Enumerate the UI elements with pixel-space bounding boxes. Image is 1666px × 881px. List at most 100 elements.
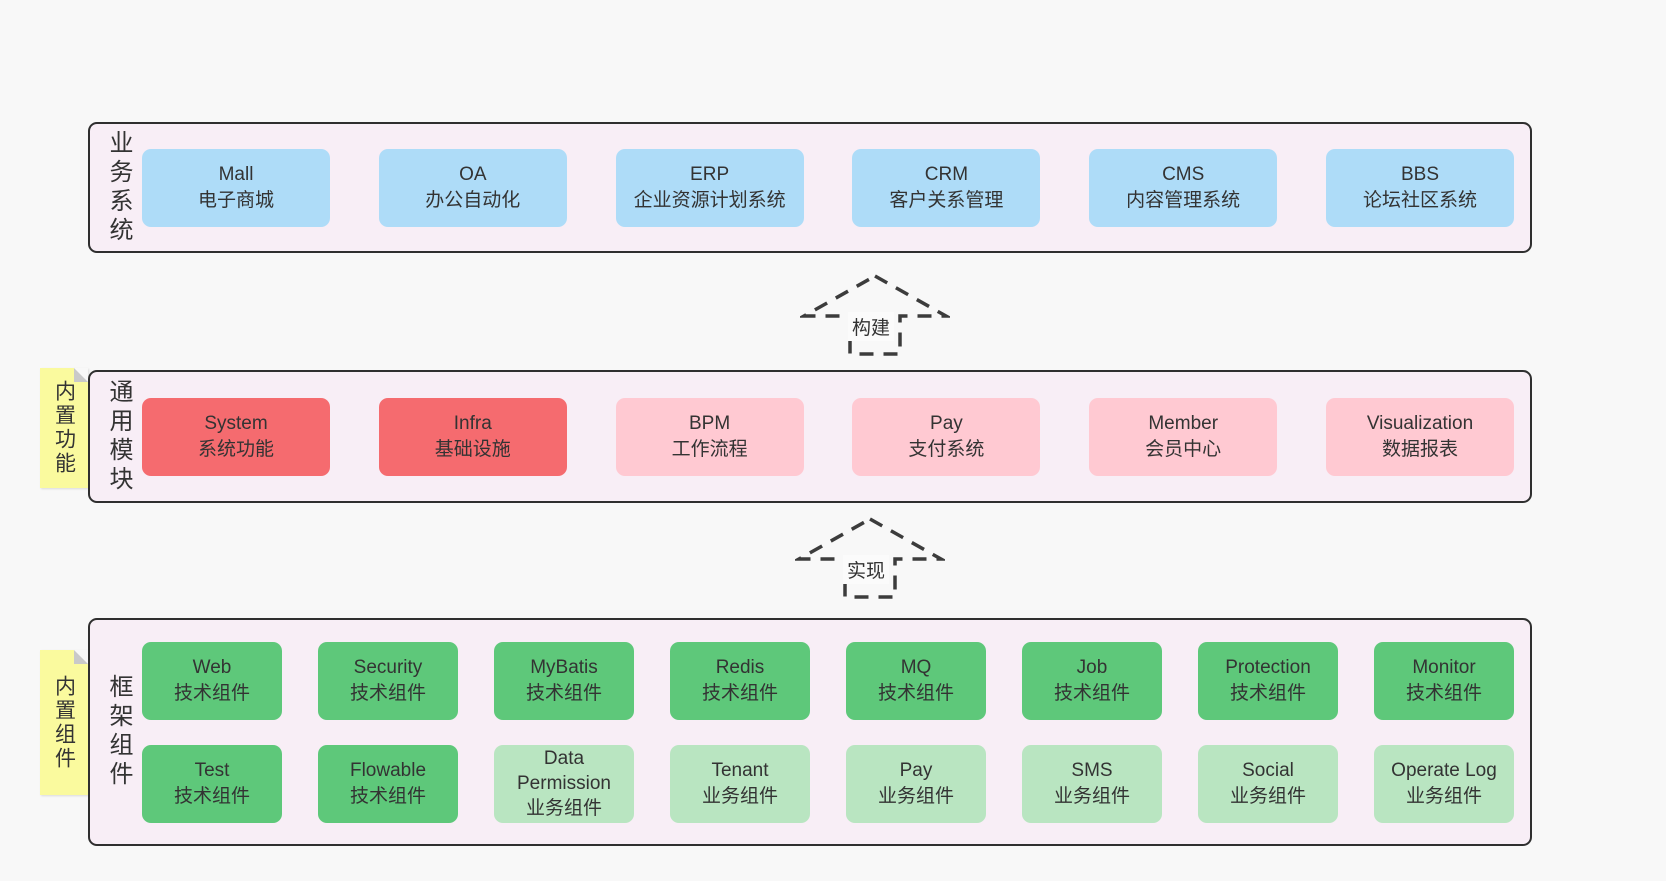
box-title: Member xyxy=(1148,413,1219,435)
box-desc: 基础设施 xyxy=(434,438,511,460)
arrow-build-label: 构建 xyxy=(847,312,895,341)
box-desc: 论坛社区系统 xyxy=(1362,189,1477,211)
box-title: Security xyxy=(353,657,423,679)
box-desc: 业务组件 xyxy=(701,785,778,807)
box-title: CMS xyxy=(1162,164,1205,186)
arrow-implement-label: 实现 xyxy=(842,555,890,584)
arrow-up-icon xyxy=(795,516,945,599)
box-title: Redis xyxy=(715,657,765,679)
box-title: Job xyxy=(1076,657,1108,679)
box-title: MQ xyxy=(900,657,932,679)
box-title: BPM xyxy=(689,413,731,435)
box-desc: 工作流程 xyxy=(671,438,748,460)
diagram-box-mq: MQ 技术组件 xyxy=(846,641,986,720)
diagram-box-redis: Redis 技术组件 xyxy=(670,641,810,720)
box-title: Pay xyxy=(899,760,933,782)
layer-modules-boxes: System 系统功能 Infra 基础设施 BPM 工作流程 Pay 支付系统 Member 会… xyxy=(142,397,1514,476)
box-desc: 技术组件 xyxy=(1053,682,1130,704)
diagram-box-tenant: Tenant 业务组件 xyxy=(670,744,810,823)
box-desc: 系统功能 xyxy=(197,438,274,460)
diagram-box-visualization: Visualization 数据报表 xyxy=(1325,397,1514,476)
diagram-box-job: Job 技术组件 xyxy=(1022,641,1162,720)
diagram-box-web: Web 技术组件 xyxy=(142,641,282,720)
diagram-box-social: Social 业务组件 xyxy=(1198,744,1338,823)
diagram-box-cms: CMS 内容管理系统 xyxy=(1089,148,1278,227)
sticky-note-built-in-features: 内置功能 xyxy=(40,368,88,488)
diagram-box-monitor: Monitor 技术组件 xyxy=(1374,641,1514,720)
box-desc: 技术组件 xyxy=(701,682,778,704)
layer-components-label: 框架组件 xyxy=(105,674,132,790)
box-desc: 业务组件 xyxy=(1405,785,1482,807)
sticky-note-built-in-components: 内置组件 xyxy=(40,650,88,795)
box-desc: 会员中心 xyxy=(1145,438,1222,460)
box-desc: 业务组件 xyxy=(877,785,954,807)
box-title: Visualization xyxy=(1366,413,1474,435)
diagram-box-security: Security 技术组件 xyxy=(318,641,458,720)
box-title: Test xyxy=(194,760,230,782)
diagram-box-infra: Infra 基础设施 xyxy=(378,397,567,476)
arrow-up-icon xyxy=(800,273,950,356)
box-desc: 技术组件 xyxy=(525,682,602,704)
diagram-box-bpm: BPM 工作流程 xyxy=(615,397,804,476)
box-desc: 业务组件 xyxy=(1229,785,1306,807)
diagram-box-oa: OA 办公自动化 xyxy=(378,148,567,227)
box-desc: 技术组件 xyxy=(1405,682,1482,704)
box-desc: 技术组件 xyxy=(349,682,426,704)
diagram-box-sms: SMS 业务组件 xyxy=(1022,744,1162,823)
arrow-build: 构建 xyxy=(800,272,950,358)
box-desc: 技术组件 xyxy=(877,682,954,704)
box-desc: 支付系统 xyxy=(908,438,985,460)
box-desc: 技术组件 xyxy=(349,785,426,807)
box-desc: 内容管理系统 xyxy=(1126,189,1241,211)
box-desc: 技术组件 xyxy=(173,785,250,807)
diagram-box-pay: Pay 业务组件 xyxy=(846,744,986,823)
box-title: Data Permission xyxy=(517,747,611,794)
note-components-label: 内置组件 xyxy=(52,674,76,771)
box-title: Web xyxy=(192,657,232,679)
diagram-box-system: System 系统功能 xyxy=(142,397,330,476)
box-title: OA xyxy=(459,164,487,186)
box-title: Social xyxy=(1242,760,1294,782)
diagram-box-protection: Protection 技术组件 xyxy=(1198,641,1338,720)
box-desc: 客户关系管理 xyxy=(889,189,1004,211)
diagram-box-erp: ERP 企业资源计划系统 xyxy=(615,148,804,227)
layer-modules-label: 通用模块 xyxy=(105,378,132,495)
folded-corner-icon xyxy=(74,650,88,664)
layer-common-modules: 通用模块 System 系统功能 Infra 基础设施 BPM 工作流程 Pay 支付系统 Me… xyxy=(88,370,1532,503)
box-title: Operate Log xyxy=(1391,760,1497,782)
box-title: System xyxy=(204,413,268,435)
box-desc: 企业资源计划系统 xyxy=(633,189,786,211)
layer-business-label: 业务系统 xyxy=(105,129,132,246)
box-desc: 业务组件 xyxy=(1053,785,1130,807)
diagram-box-bbs: BBS 论坛社区系统 xyxy=(1325,148,1514,227)
box-desc: 数据报表 xyxy=(1381,438,1458,460)
box-title: BBS xyxy=(1400,164,1439,186)
diagram-box-pay: Pay 支付系统 xyxy=(852,397,1041,476)
box-desc: 业务组件 xyxy=(525,798,602,820)
box-title: ERP xyxy=(690,164,730,186)
arrow-implement: 实现 xyxy=(795,515,945,601)
diagram-box-data-permission: Data Permission 业务组件 xyxy=(494,744,634,823)
note-modules-label: 内置功能 xyxy=(52,380,76,476)
box-desc: 办公自动化 xyxy=(425,189,521,211)
box-desc: 电子商城 xyxy=(197,189,274,211)
diagram-box-operate-log: Operate Log 业务组件 xyxy=(1374,744,1514,823)
box-title: Pay xyxy=(930,413,963,435)
box-title: Tenant xyxy=(711,760,769,782)
box-title: SMS xyxy=(1071,760,1113,782)
box-desc: 技术组件 xyxy=(173,682,250,704)
box-title: Monitor xyxy=(1412,657,1476,679)
box-title: Infra xyxy=(453,413,492,435)
box-desc: 技术组件 xyxy=(1229,682,1306,704)
diagram-box-member: Member 会员中心 xyxy=(1089,397,1278,476)
box-title: Protection xyxy=(1225,657,1311,679)
